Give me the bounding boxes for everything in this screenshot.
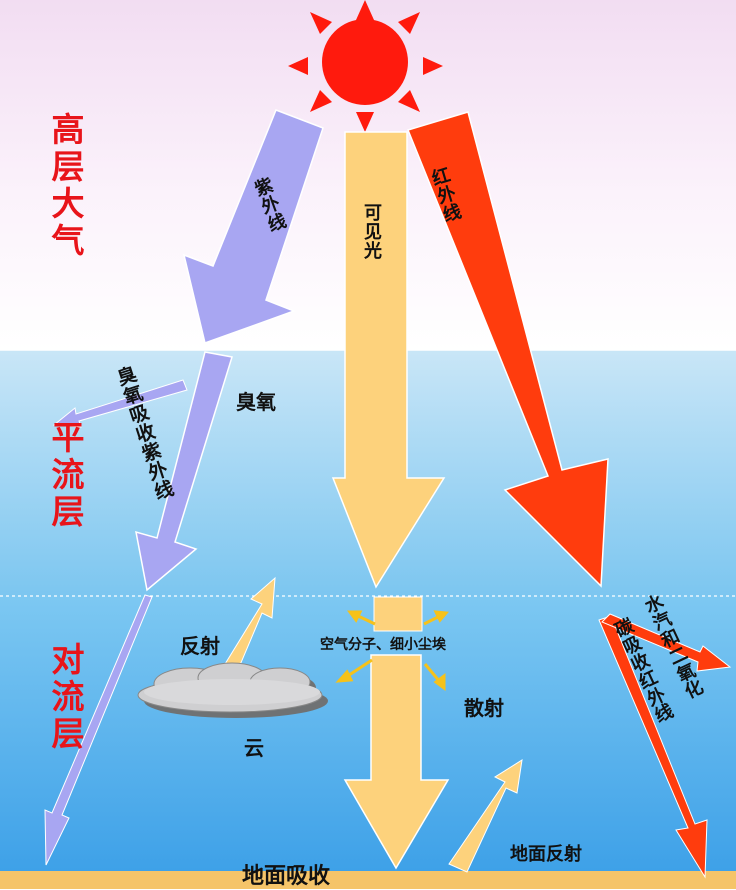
visible-char-3: 光 bbox=[364, 240, 382, 262]
infrared-absorb-arrow bbox=[601, 613, 732, 672]
upper-char-4: 气 bbox=[51, 220, 85, 260]
layer-label-troposphere: 对 流 层 bbox=[48, 640, 88, 753]
sun-icon bbox=[288, 0, 443, 132]
cloud-icon bbox=[137, 662, 328, 718]
visible-light-ground-arrow bbox=[343, 654, 450, 870]
visible-light-arrow bbox=[331, 131, 446, 589]
scatter-arrows bbox=[335, 610, 450, 691]
uv-arrow-troposphere bbox=[44, 594, 153, 866]
ground-absorb-label: 地面吸收 bbox=[242, 864, 331, 889]
tropo-char-3: 层 bbox=[51, 713, 85, 753]
infrared-arrow bbox=[406, 111, 609, 588]
uv-arrow-upper bbox=[182, 109, 324, 344]
ground-reflect-arrow bbox=[448, 758, 523, 873]
strat-char-3: 层 bbox=[51, 491, 85, 531]
uv-ozone-branch-arrow bbox=[52, 379, 188, 428]
cloud-label: 云 bbox=[244, 736, 264, 760]
visible-char-1: 可 bbox=[364, 203, 382, 224]
ozone-label: 臭氧 bbox=[236, 390, 276, 414]
visible-light-block bbox=[373, 596, 423, 632]
visible-light-label: 可 见 光 bbox=[358, 203, 388, 262]
uv-arrow-stratosphere bbox=[135, 351, 233, 592]
tropo-char-2: 流 bbox=[51, 676, 85, 716]
ground-reflect-label: 地面反射 bbox=[510, 844, 582, 865]
infrared-arrow-troposphere bbox=[598, 615, 708, 879]
ground-strip bbox=[0, 871, 736, 889]
strat-char-1: 平 bbox=[51, 418, 85, 457]
scatter-source-label: 空气分子、细小尘埃 bbox=[320, 637, 446, 653]
reflect-label: 反射 bbox=[180, 634, 220, 658]
strat-char-2: 流 bbox=[51, 454, 85, 494]
layer-label-upper-atmosphere: 高 层 大 气 bbox=[48, 110, 88, 260]
upper-char-3: 大 bbox=[51, 183, 85, 223]
tropo-char-1: 对 bbox=[51, 640, 85, 679]
layer-label-stratosphere: 平 流 层 bbox=[48, 418, 88, 531]
visible-char-2: 见 bbox=[364, 221, 382, 243]
upper-char-2: 层 bbox=[51, 146, 85, 186]
upper-char-1: 高 bbox=[51, 110, 85, 149]
scatter-label: 散射 bbox=[464, 696, 504, 720]
